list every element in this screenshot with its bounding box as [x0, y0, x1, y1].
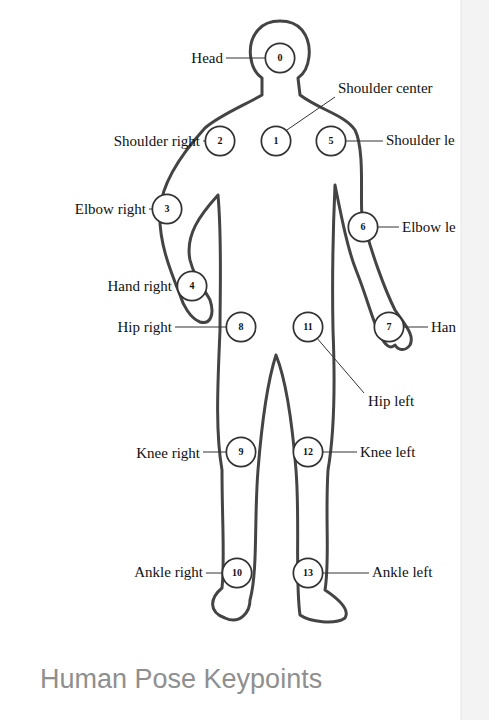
- keypoint-number: 7: [373, 311, 405, 343]
- keypoint-circle: 8: [225, 311, 257, 343]
- figure-caption: Human Pose Keypoints: [40, 662, 322, 696]
- keypoint-label: Shoulder le: [386, 131, 455, 149]
- keypoint-number: 5: [315, 125, 347, 157]
- keypoint-label: Hand right: [107, 277, 172, 295]
- keypoint-circle: 6: [347, 211, 379, 243]
- keypoint-label: Ankle right: [134, 563, 203, 581]
- keypoint-number: 12: [292, 436, 324, 468]
- keypoint-circle: 5: [315, 125, 347, 157]
- side-strip-edge: [461, 0, 462, 720]
- keypoint-label: Ankle left: [372, 563, 432, 581]
- keypoint-label: Shoulder right: [114, 132, 200, 150]
- keypoint-circle: 9: [225, 436, 257, 468]
- keypoint-number: 13: [292, 557, 324, 589]
- leader-line: [320, 452, 357, 453]
- keypoint-number: 4: [176, 270, 208, 302]
- keypoint-number: 10: [221, 557, 253, 589]
- keypoint-circle: 4: [176, 270, 208, 302]
- keypoint-circle: 10: [221, 557, 253, 589]
- leader-line: [343, 141, 383, 142]
- keypoint-number: 8: [225, 311, 257, 343]
- keypoint-label: Han: [431, 318, 456, 336]
- keypoint-number: 0: [264, 42, 296, 74]
- keypoint-circle: 2: [204, 125, 236, 157]
- keypoint-label: Shoulder center: [338, 79, 433, 97]
- keypoint-circle: 3: [151, 193, 183, 225]
- keypoint-label: Head: [191, 49, 223, 67]
- keypoint-circle: 0: [264, 42, 296, 74]
- leader-line: [203, 452, 229, 453]
- side-strip: [461, 0, 489, 720]
- leader-line: [316, 337, 364, 393]
- keypoint-number: 6: [347, 211, 379, 243]
- keypoint-label: Hip left: [368, 392, 414, 410]
- keypoint-circle: 7: [373, 311, 405, 343]
- leader-line: [226, 58, 268, 59]
- keypoint-number: 9: [225, 436, 257, 468]
- keypoint-number: 3: [151, 193, 183, 225]
- keypoint-label: Elbow le: [402, 218, 456, 236]
- keypoint-label: Hip right: [117, 318, 172, 336]
- keypoint-number: 1: [260, 125, 292, 157]
- body-outline: [160, 21, 412, 622]
- leader-line: [320, 573, 369, 574]
- keypoint-label: Knee right: [136, 444, 200, 462]
- keypoint-circle: 11: [292, 311, 324, 343]
- keypoint-label: Elbow right: [75, 200, 146, 218]
- keypoint-label: Knee left: [360, 443, 415, 461]
- keypoint-circle: 12: [292, 436, 324, 468]
- keypoint-circle: 13: [292, 557, 324, 589]
- leader-line: [375, 227, 399, 228]
- keypoint-number: 11: [292, 311, 324, 343]
- keypoint-number: 2: [204, 125, 236, 157]
- leader-line: [175, 327, 229, 328]
- keypoint-circle: 1: [260, 125, 292, 157]
- leader-line: [401, 327, 428, 328]
